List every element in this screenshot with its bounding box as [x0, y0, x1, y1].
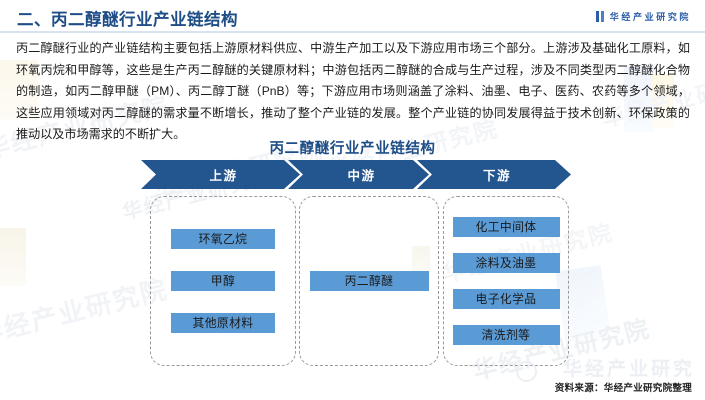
stage-box-upstream: 环氧乙烷 甲醇 其他原材料: [150, 196, 296, 366]
page-title: 二、丙二醇醚行业产业链结构: [17, 11, 238, 29]
stage-box-midstream: 丙二醇醚: [299, 196, 439, 366]
source-note: 资料来源：华经产业研究院整理: [554, 383, 692, 394]
stage-banner-downstream: 下游: [417, 160, 571, 189]
book-mark-icon: [595, 11, 605, 22]
stage-item: 涂料及油墨: [452, 253, 560, 273]
page-header: 二、丙二醇醚行业产业链结构 华经产业研究院: [0, 0, 705, 33]
brand-name: 华经产业研究院: [609, 12, 691, 22]
stage-banner-row: 上游 中游 下游: [141, 160, 571, 189]
brand-logo: 华经产业研究院: [595, 10, 691, 23]
stage-box-downstream: 化工中间体 涂料及油墨 电子化学品 清洗剂等: [443, 196, 569, 366]
stage-banner-midstream: 中游: [288, 160, 429, 189]
stage-item: 其他原材料: [171, 313, 275, 333]
stage-item: 环氧乙烷: [171, 229, 275, 249]
stage-item: 化工中间体: [452, 217, 560, 237]
stage-item: 甲醇: [171, 271, 275, 291]
stage-banner-upstream: 上游: [141, 160, 300, 189]
stage-banner-label: 上游: [209, 169, 238, 183]
stage-banner-label: 下游: [482, 169, 511, 183]
stage-item: 电子化学品: [452, 289, 560, 309]
body-paragraph: 丙二醇醚行业的产业链结构主要包括上游原材料供应、中游生产加工以及下游应用市场三个…: [16, 41, 690, 141]
stage-banner-label: 中游: [347, 169, 376, 183]
stage-item: 丙二醇醚: [309, 271, 429, 291]
figure-title: 丙二醇醚行业产业链结构: [269, 141, 436, 157]
stage-item: 清洗剂等: [452, 325, 560, 345]
